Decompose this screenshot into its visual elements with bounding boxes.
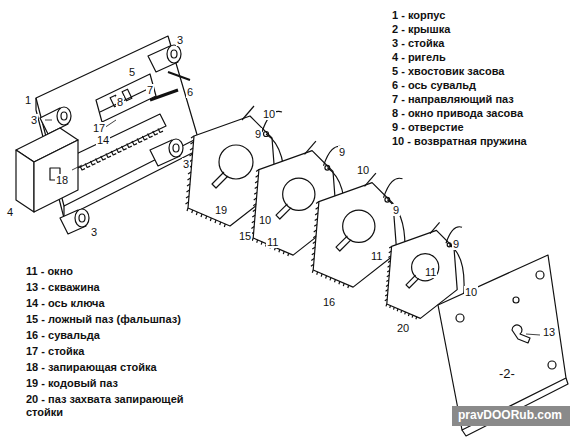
cover-plate: [438, 255, 566, 430]
callout-number: 19: [214, 204, 228, 216]
lever-teeth: [311, 202, 349, 288]
cover-hole: [456, 314, 464, 322]
code-slot: [336, 236, 351, 251]
callout-number: 5: [128, 66, 136, 78]
callout-number: 3: [176, 34, 184, 46]
return-spring: [242, 106, 254, 120]
callout-number: 9: [338, 146, 346, 158]
rack-teeth: [80, 129, 163, 171]
callout-number: 8: [116, 96, 124, 108]
callout-number: 9: [254, 128, 262, 140]
legend-line: 13 - скважина: [26, 281, 100, 294]
callout-number: 10: [356, 164, 370, 176]
lock-body: [36, 36, 198, 206]
legend-line: 17 - стойка: [26, 345, 84, 358]
lever-axis: [168, 72, 190, 80]
lever-window: [283, 178, 315, 210]
callout-number: 11: [266, 236, 279, 248]
legend-line: 20 - паз захвата запирающей стойки: [26, 393, 204, 419]
legend-line: 4 - ригель: [392, 51, 446, 64]
callout-number: 10: [464, 286, 478, 298]
callout-number: 10: [258, 214, 272, 226]
legend-line: 2 - крышка: [392, 23, 450, 36]
lever-teeth: [251, 170, 289, 256]
code-slot: [276, 204, 291, 219]
legend-line: 5 - хвостовик засова: [392, 65, 504, 78]
callout-number: 16: [322, 296, 336, 308]
callout-number: 11: [424, 266, 437, 278]
callout-number: 10: [262, 108, 276, 120]
callout-number: 6: [186, 86, 194, 98]
callout-number: 7: [146, 84, 154, 96]
lever-teeth: [385, 246, 417, 319]
lever-window: [412, 254, 439, 281]
bolt: [16, 150, 34, 212]
lever-plate: [313, 183, 397, 288]
callout-number: 17: [92, 122, 106, 134]
bolt-tail: [100, 88, 150, 112]
callout-number: 3: [30, 114, 38, 126]
legend-line: 3 - стойка: [392, 37, 444, 50]
lever-window: [343, 210, 375, 242]
callout-number: -2-: [498, 368, 516, 380]
watermark: pravDOORub.com: [458, 409, 562, 422]
callout-number: 20: [396, 322, 410, 334]
callout-number: 14: [96, 134, 110, 146]
callout-number: 11: [370, 250, 383, 262]
callout-number: 9: [452, 238, 460, 250]
return-spring: [430, 222, 440, 233]
watermark-ground: [452, 406, 570, 426]
code-slot: [406, 275, 419, 288]
callout-number: 3: [90, 226, 98, 238]
legend-line: 1 - корпус: [392, 9, 445, 22]
return-spring: [446, 227, 464, 296]
cover-hole: [513, 297, 519, 303]
legend-line: 9 - отверстие: [392, 121, 464, 134]
cover-hole: [536, 271, 544, 279]
legend-line: 6 - ось сувальд: [392, 79, 476, 92]
legend-line: 19 - кодовый паз: [26, 377, 118, 390]
leader-line: [45, 120, 540, 335]
return-spring: [305, 141, 316, 154]
legend-line: 14 - ось ключа: [26, 297, 105, 310]
legend-line: 8 - окно привода засова: [392, 107, 523, 120]
cover-hole: [548, 361, 556, 369]
legend-line: 7 - направляющий паз: [392, 93, 514, 106]
legend-line: 15 - ложный паз (фальшпаз): [26, 313, 181, 326]
code-slot: [212, 172, 228, 188]
legend-line: 11 - окно: [26, 265, 73, 278]
rack: [72, 114, 166, 168]
callout-number: 4: [6, 206, 14, 218]
callout-number: 13: [542, 326, 556, 338]
callout-number: 1: [24, 94, 32, 106]
callout-number: 18: [55, 174, 69, 186]
legend-line: 16 - сувальда: [26, 329, 100, 342]
legend-line: 10 - возвратная пружина: [392, 135, 527, 148]
callout-number: 15: [238, 230, 252, 242]
bolt-tail: [96, 74, 156, 122]
lever-window: [219, 145, 253, 179]
legend-line: 18 - запирающая стойка: [26, 361, 157, 374]
bolt: [34, 140, 78, 212]
callout-number: 9: [392, 204, 400, 216]
callout-number: 3: [182, 158, 190, 170]
